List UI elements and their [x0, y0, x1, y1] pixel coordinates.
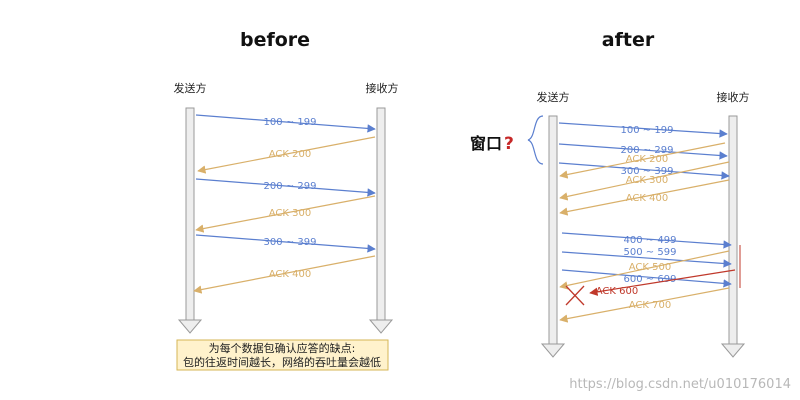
after-arrow-label: 300 ~ 399: [621, 166, 674, 177]
after-arrow-label: ACK 300: [626, 175, 668, 186]
after-receiver-label: 接收方: [717, 90, 750, 104]
after-arrow-data: [558, 143, 728, 160]
after-arrow-ack: [559, 287, 730, 323]
before-note-line1: 为每个数据包确认应答的缺点:: [209, 341, 356, 355]
after-arrow-ack: [559, 179, 730, 216]
after-receiver-lifeline: [720, 115, 746, 358]
before-arrow-label: ACK 400: [269, 269, 311, 280]
after-arrow-data: [558, 162, 730, 180]
after-arrow-label: ACK 500: [629, 262, 671, 273]
after-title: after: [602, 29, 655, 51]
after-arrow-label: ACK 600: [596, 286, 638, 297]
after-arrow-label: ACK 400: [626, 193, 668, 204]
window-brace: [527, 115, 544, 165]
after-arrow-label: ACK 200: [626, 154, 668, 165]
before-arrow-data: [195, 234, 376, 253]
before-arrow-ack: [197, 136, 376, 174]
before-receiver-label: 接收方: [366, 81, 399, 95]
after-arrow-label: 500 ~ 599: [624, 247, 677, 258]
after-arrow-data: [561, 269, 732, 288]
before-note: 为每个数据包确认应答的缺点: 包的往返时间越长，网络的吞吐量会越低: [176, 339, 389, 371]
before-arrow-label: 100 ~ 199: [264, 117, 317, 128]
after-arrow-ack: [559, 250, 730, 290]
after-arrow-label: 100 ~ 199: [621, 125, 674, 136]
before-arrow-ack: [193, 255, 376, 294]
before-note-line2: 包的往返时间越长，网络的吞吐量会越低: [183, 355, 381, 369]
after-arrow-label: 600 ~ 699: [624, 274, 677, 285]
before-arrow-label: ACK 200: [269, 149, 311, 160]
before-arrow-ack: [195, 195, 376, 233]
after-arrow-data: [561, 232, 732, 249]
before-arrow-label: ACK 300: [269, 208, 311, 219]
window-question-mark: ?: [504, 134, 514, 154]
after-arrow-data: [561, 251, 732, 268]
after-arrow-ack: [559, 142, 726, 179]
after-sender-lifeline: [540, 115, 566, 358]
after-arrow-label: 400 ~ 499: [624, 235, 677, 246]
before-sender-lifeline: [177, 107, 203, 334]
window-label: 窗口: [470, 134, 502, 153]
before-arrow-data: [195, 114, 376, 133]
after-arrow-label: ACK 700: [629, 300, 671, 311]
after-arrow-ack: [559, 161, 730, 201]
after-arrow-lost: [589, 269, 736, 296]
before-arrow-label: 200 ~ 299: [264, 181, 317, 192]
lost-ack-cross-icon: [565, 285, 585, 306]
before-receiver-lifeline: [368, 107, 394, 334]
before-sender-label: 发送方: [174, 81, 207, 95]
after-sender-label: 发送方: [537, 90, 570, 104]
before-title: before: [240, 29, 310, 51]
after-arrow-data: [558, 122, 728, 138]
watermark: https://blog.csdn.net/u010176014: [569, 377, 791, 392]
before-arrow-label: 300 ~ 399: [264, 237, 317, 248]
before-arrow-data: [195, 178, 376, 197]
after-arrow-label: 200 ~ 299: [621, 145, 674, 156]
